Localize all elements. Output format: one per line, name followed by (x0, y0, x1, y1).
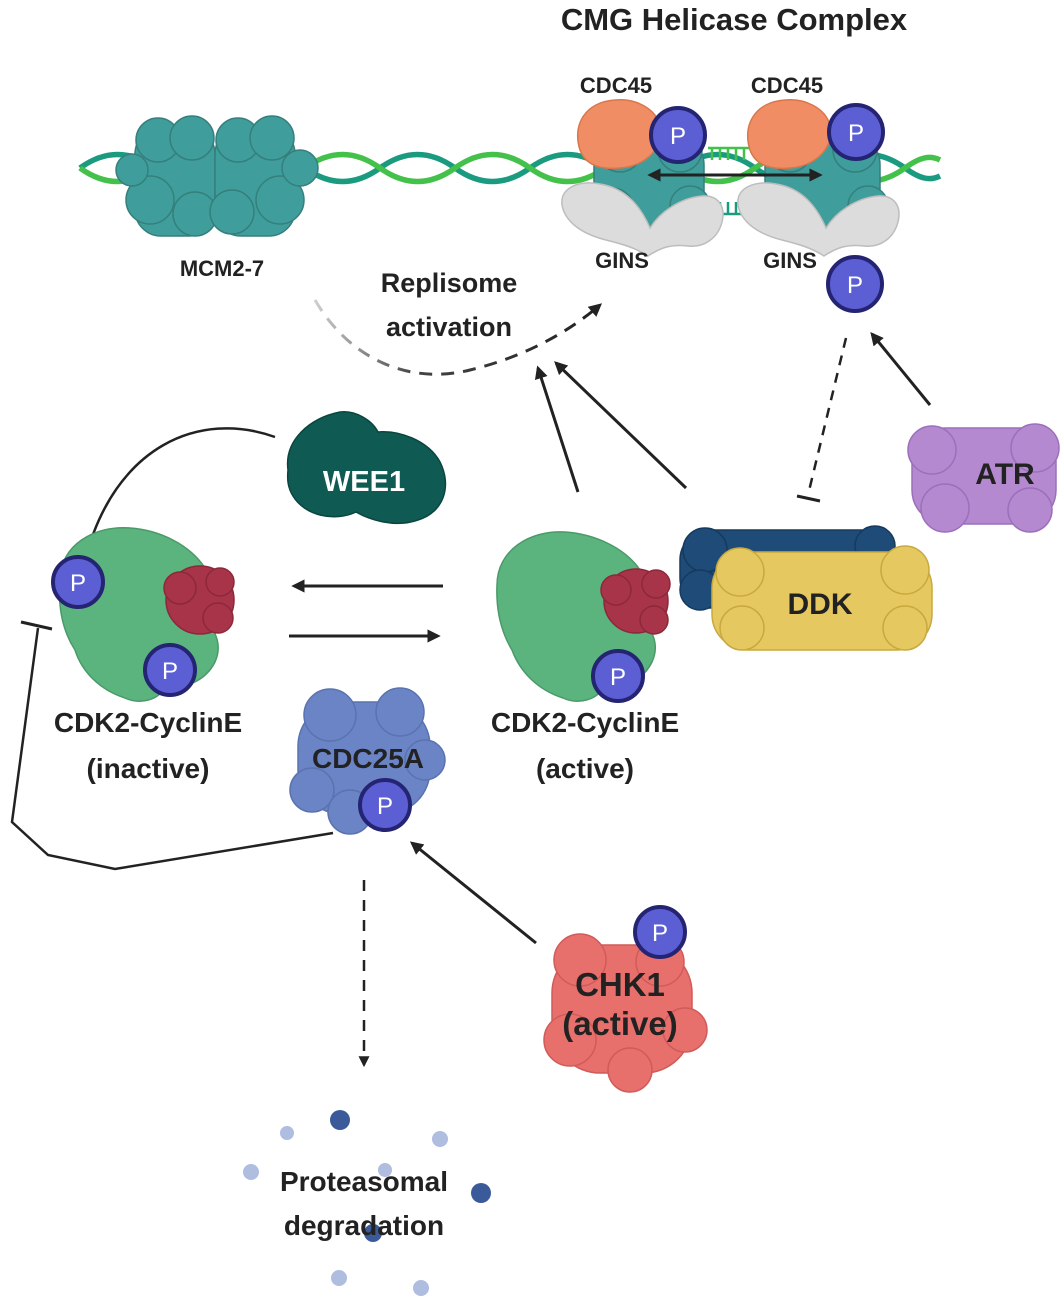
cyclin-e-active (600, 568, 671, 635)
phospho-cdc25a: P (358, 778, 412, 832)
cdc45-left (576, 99, 662, 170)
phospho-label: P (377, 793, 393, 820)
phospho-cdk2-inactive-top: P (51, 555, 105, 609)
phospho-chk1: P (633, 905, 687, 959)
cdk2-cycline-active: P (496, 531, 671, 703)
cdc45-right-label: CDC45 (751, 73, 823, 98)
phospho-label: P (670, 123, 686, 150)
atr-protein (907, 423, 1060, 533)
figure-title: CMG Helicase Complex (561, 2, 908, 37)
cdc25a-dephosphorylation-inhibition (10, 627, 334, 871)
chk1-label-line2: (active) (562, 1005, 678, 1042)
base-pairs-top (708, 146, 750, 160)
cdk2-active-label-line1: CDK2-CyclinE (491, 707, 679, 738)
chk1-label-line1: CHK1 (575, 966, 665, 1003)
phospho-cdc45-right: P (827, 103, 885, 161)
mcm2-7-complex (115, 115, 319, 237)
phospho-label: P (610, 664, 626, 691)
cdc25a-label: CDC25A (312, 743, 424, 774)
gins-right (737, 182, 900, 257)
degradation-fragments (243, 1110, 491, 1296)
ddk-complex (679, 525, 933, 651)
mcm2-7-label: MCM2-7 (180, 256, 264, 281)
cdk2-active-label-line2: (active) (536, 753, 634, 784)
proteasomal-degradation-line2: degradation (284, 1210, 444, 1241)
cdk2-active-to-replisome-arrow (534, 365, 580, 493)
cdk2-inactive-label-line2: (inactive) (87, 753, 210, 784)
phospho-gins-right: P (826, 255, 884, 313)
cdk2-cycline-inactive: P P (51, 526, 235, 702)
cyclin-e-inactive (163, 565, 235, 635)
cdc45-left-label: CDC45 (580, 73, 652, 98)
wee1-phosphorylation-arrow (81, 427, 276, 563)
gins-left (561, 182, 724, 257)
chk1-to-cdc25a-arrow (409, 841, 537, 945)
gins-left-label: GINS (595, 248, 649, 273)
ddk-to-replisome-arrow (554, 361, 688, 490)
phospho-cdk2-active: P (591, 649, 645, 703)
ddk-label: DDK (788, 588, 853, 621)
atr-label: ATR (975, 458, 1035, 491)
cdc45-right (746, 99, 832, 170)
phospho-label: P (848, 120, 864, 147)
replisome-activation-line2: activation (386, 312, 512, 342)
ddk-cdc7-subunit (711, 545, 933, 651)
replisome-activation-line1: Replisome (381, 268, 518, 298)
phospho-label: P (847, 272, 863, 299)
gins-phospho-inhibits-ddk (806, 337, 848, 496)
replisome-activation-arrow (313, 299, 603, 376)
wee1-protein (286, 411, 447, 525)
cdk2-inactive-label-line1: CDK2-CyclinE (54, 707, 242, 738)
inhibition-bar-cdk2-inactive (20, 620, 53, 631)
phospho-label: P (652, 920, 668, 947)
inhibition-bar-ddk (796, 494, 821, 503)
atr-to-gins-arrow (870, 331, 932, 406)
proteasomal-degradation-line1: Proteasomal (280, 1166, 448, 1197)
gins-right-label: GINS (763, 248, 817, 273)
phospho-cdk2-inactive-bottom: P (143, 643, 197, 697)
phospho-label: P (70, 570, 86, 597)
chk1-protein (543, 933, 708, 1093)
phospho-cdc45-left: P (649, 106, 707, 164)
wee1-label: WEE1 (323, 466, 405, 498)
phospho-label: P (162, 658, 178, 685)
